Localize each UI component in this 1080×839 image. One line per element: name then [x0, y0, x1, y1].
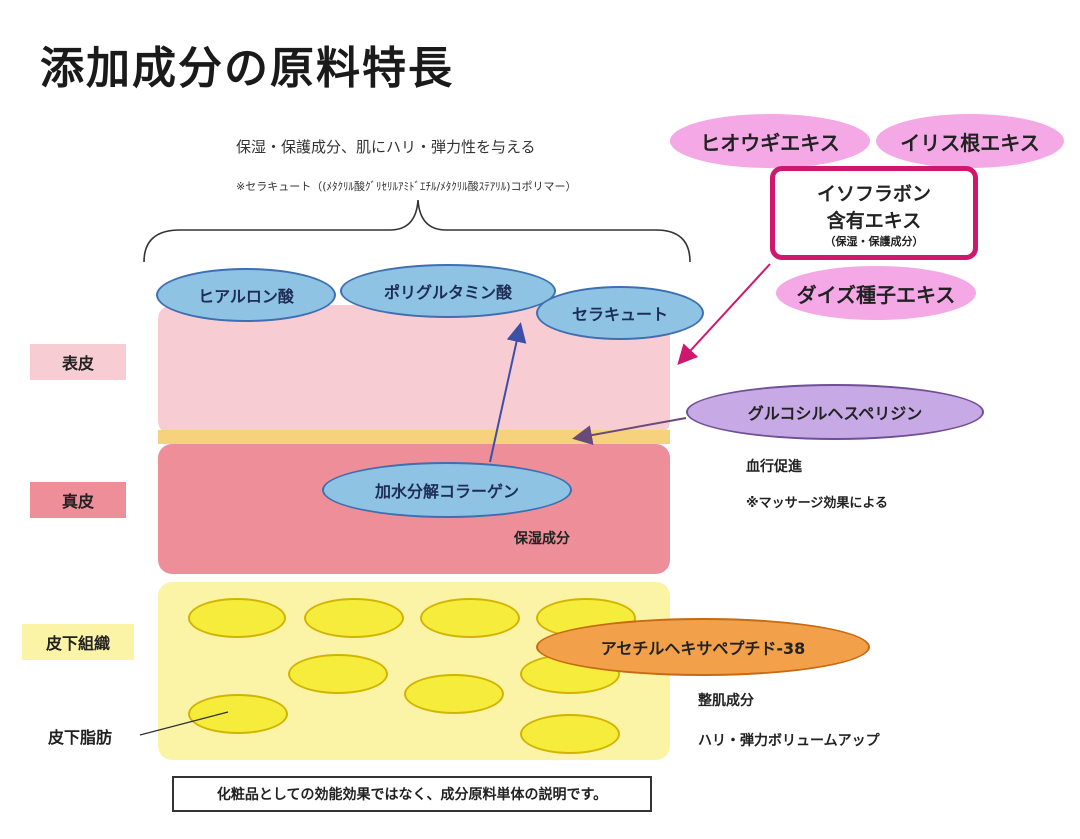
- label-subcutaneous: 皮下組織: [22, 624, 134, 660]
- fat-cell: [188, 694, 288, 734]
- ingredient-iris-root-extract: イリス根エキス: [876, 114, 1064, 168]
- curly-brace: [143, 199, 691, 263]
- ingredient-hydrolyzed-collagen: 加水分解コラーゲン: [322, 462, 572, 518]
- note-massage: ※マッサージ効果による: [746, 496, 888, 511]
- arrow-collagen-to-seracute: [489, 322, 527, 463]
- ingredient-seracute: セラキュート: [536, 286, 704, 340]
- fat-cell: [404, 674, 504, 714]
- ingredient-acetyl-hexapeptide: アセチルヘキサペプチド-38: [536, 618, 870, 676]
- pointer-subcutaneous-fat: [139, 711, 229, 736]
- note-skin-conditioning: 整肌成分: [698, 693, 754, 709]
- isoflavone-box-title: イソフラボン: [816, 183, 931, 205]
- top-note-line1: 保湿・保護成分、肌にハリ・弾力性を与える: [236, 138, 536, 156]
- isoflavone-box-note: （保湿・保護成分）: [824, 235, 924, 248]
- fat-cell: [420, 598, 520, 638]
- ingredient-soybean-extract: ダイズ種子エキス: [776, 266, 976, 320]
- ingredient-hyaluronic-acid: ヒアルロン酸: [156, 268, 336, 322]
- arrow-hesperidin-to-band: [572, 417, 687, 445]
- arrow-isoflavone-to-epidermis: [677, 263, 771, 365]
- ingredient-hiougi-extract: ヒオウギエキス: [670, 114, 870, 168]
- fat-cell: [288, 654, 388, 694]
- label-subcutaneous-fat: 皮下脂肪: [48, 728, 113, 747]
- note-volume-up: ハリ・弾力ボリュームアップ: [698, 733, 880, 749]
- label-dermis: 真皮: [30, 482, 126, 518]
- fat-cell: [304, 598, 404, 638]
- fat-cell: [520, 714, 620, 754]
- note-moisturizing: 保湿成分: [514, 531, 570, 547]
- isoflavone-box: イソフラボン 含有エキス （保湿・保護成分）: [770, 166, 978, 260]
- basement-band: [158, 430, 670, 444]
- ingredient-polyglutamic-acid: ポリグルタミン酸: [340, 264, 556, 318]
- page-title: 添加成分の原料特長: [40, 43, 454, 94]
- isoflavone-box-subtitle: 含有エキス: [826, 210, 922, 232]
- ingredient-glucosyl-hesperidin: グルコシルヘスペリジン: [686, 384, 984, 440]
- top-note-line2: ※セラキュート（(ﾒﾀｸﾘﾙ酸ｸﾞﾘｾﾘﾙｱﾐﾄﾞｴﾁﾙ/ﾒﾀｸﾘﾙ酸ｽﾃｱﾘﾙ…: [236, 180, 577, 193]
- fat-cell: [188, 598, 286, 638]
- label-epidermis: 表皮: [30, 344, 126, 380]
- note-blood-flow: 血行促進: [746, 459, 802, 475]
- footer-disclaimer: 化粧品としての効能効果ではなく、成分原料単体の説明です。: [172, 776, 652, 812]
